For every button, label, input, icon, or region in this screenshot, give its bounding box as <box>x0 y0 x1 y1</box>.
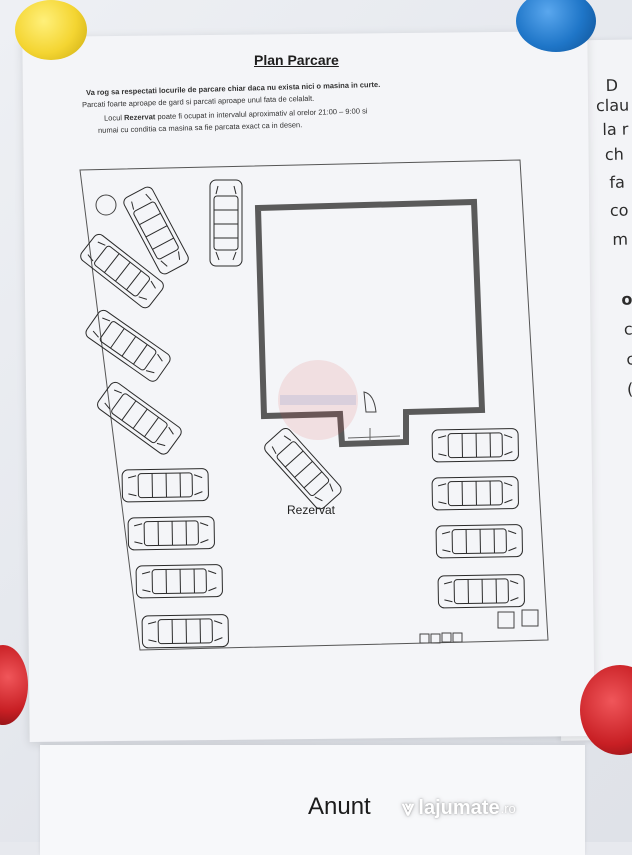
parking-car <box>127 515 216 551</box>
lower-sheet <box>40 745 585 855</box>
anunt-heading: Anunt <box>308 793 371 820</box>
parking-car <box>121 467 210 503</box>
parking-car <box>83 307 173 385</box>
logo-tld: .ro <box>500 800 516 816</box>
parking-car <box>141 613 230 649</box>
magnet-blue <box>516 0 596 52</box>
bins <box>419 609 539 644</box>
logo-text: lajumate <box>418 796 500 819</box>
parking-car <box>209 179 243 267</box>
parking-car <box>431 427 520 463</box>
parking-car <box>431 475 520 511</box>
building <box>254 198 486 448</box>
parking-car <box>77 231 167 311</box>
watermark-circle <box>278 360 358 440</box>
site-logo: ⩔ lajumate .ro <box>402 795 516 821</box>
parking-car <box>437 573 526 609</box>
lot-boundary <box>79 159 549 651</box>
parking-car <box>121 184 191 277</box>
parking-car <box>94 379 185 457</box>
lot-marker-circle <box>95 194 117 216</box>
logo-w-icon: ⩔ <box>402 795 415 820</box>
parking-car <box>435 523 524 559</box>
page-title: Plan Parcare <box>254 52 339 68</box>
parking-car <box>135 563 224 599</box>
building-door <box>363 391 377 413</box>
reserved-label: Rezervat <box>287 503 336 517</box>
reserved-car <box>261 425 345 512</box>
magnet-yellow <box>15 0 87 60</box>
